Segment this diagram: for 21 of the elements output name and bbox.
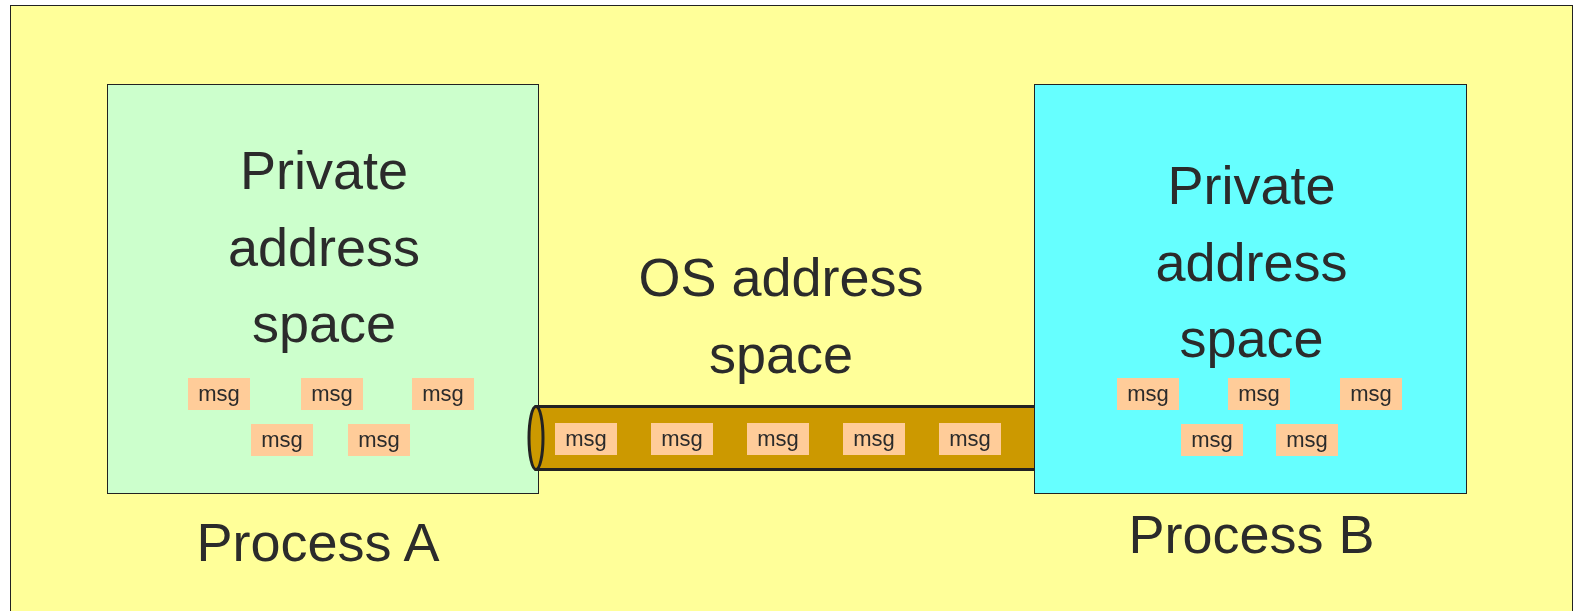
os-panel bbox=[10, 5, 1573, 611]
region-label: Private address space bbox=[226, 139, 422, 356]
message-tag: msg bbox=[651, 423, 713, 455]
message-tag: msg bbox=[251, 424, 313, 456]
message-tag: msg bbox=[555, 423, 617, 455]
message-tag: msg bbox=[1228, 378, 1290, 410]
message-tag: msg bbox=[301, 378, 363, 410]
process-label: Process B bbox=[1127, 503, 1376, 566]
region-label: Private address space bbox=[1154, 154, 1349, 371]
message-tag: msg bbox=[1276, 424, 1338, 456]
message-tag: msg bbox=[348, 424, 410, 456]
message-tag: msg bbox=[747, 423, 809, 455]
message-tag: msg bbox=[188, 378, 250, 410]
process-label: Process A bbox=[195, 511, 441, 574]
message-tag: msg bbox=[1181, 424, 1243, 456]
region-label: OS address space bbox=[637, 246, 925, 386]
message-tag: msg bbox=[1340, 378, 1402, 410]
message-tag: msg bbox=[843, 423, 905, 455]
message-tag: msg bbox=[939, 423, 1001, 455]
message-tag: msg bbox=[1117, 378, 1179, 410]
message-tag: msg bbox=[412, 378, 474, 410]
